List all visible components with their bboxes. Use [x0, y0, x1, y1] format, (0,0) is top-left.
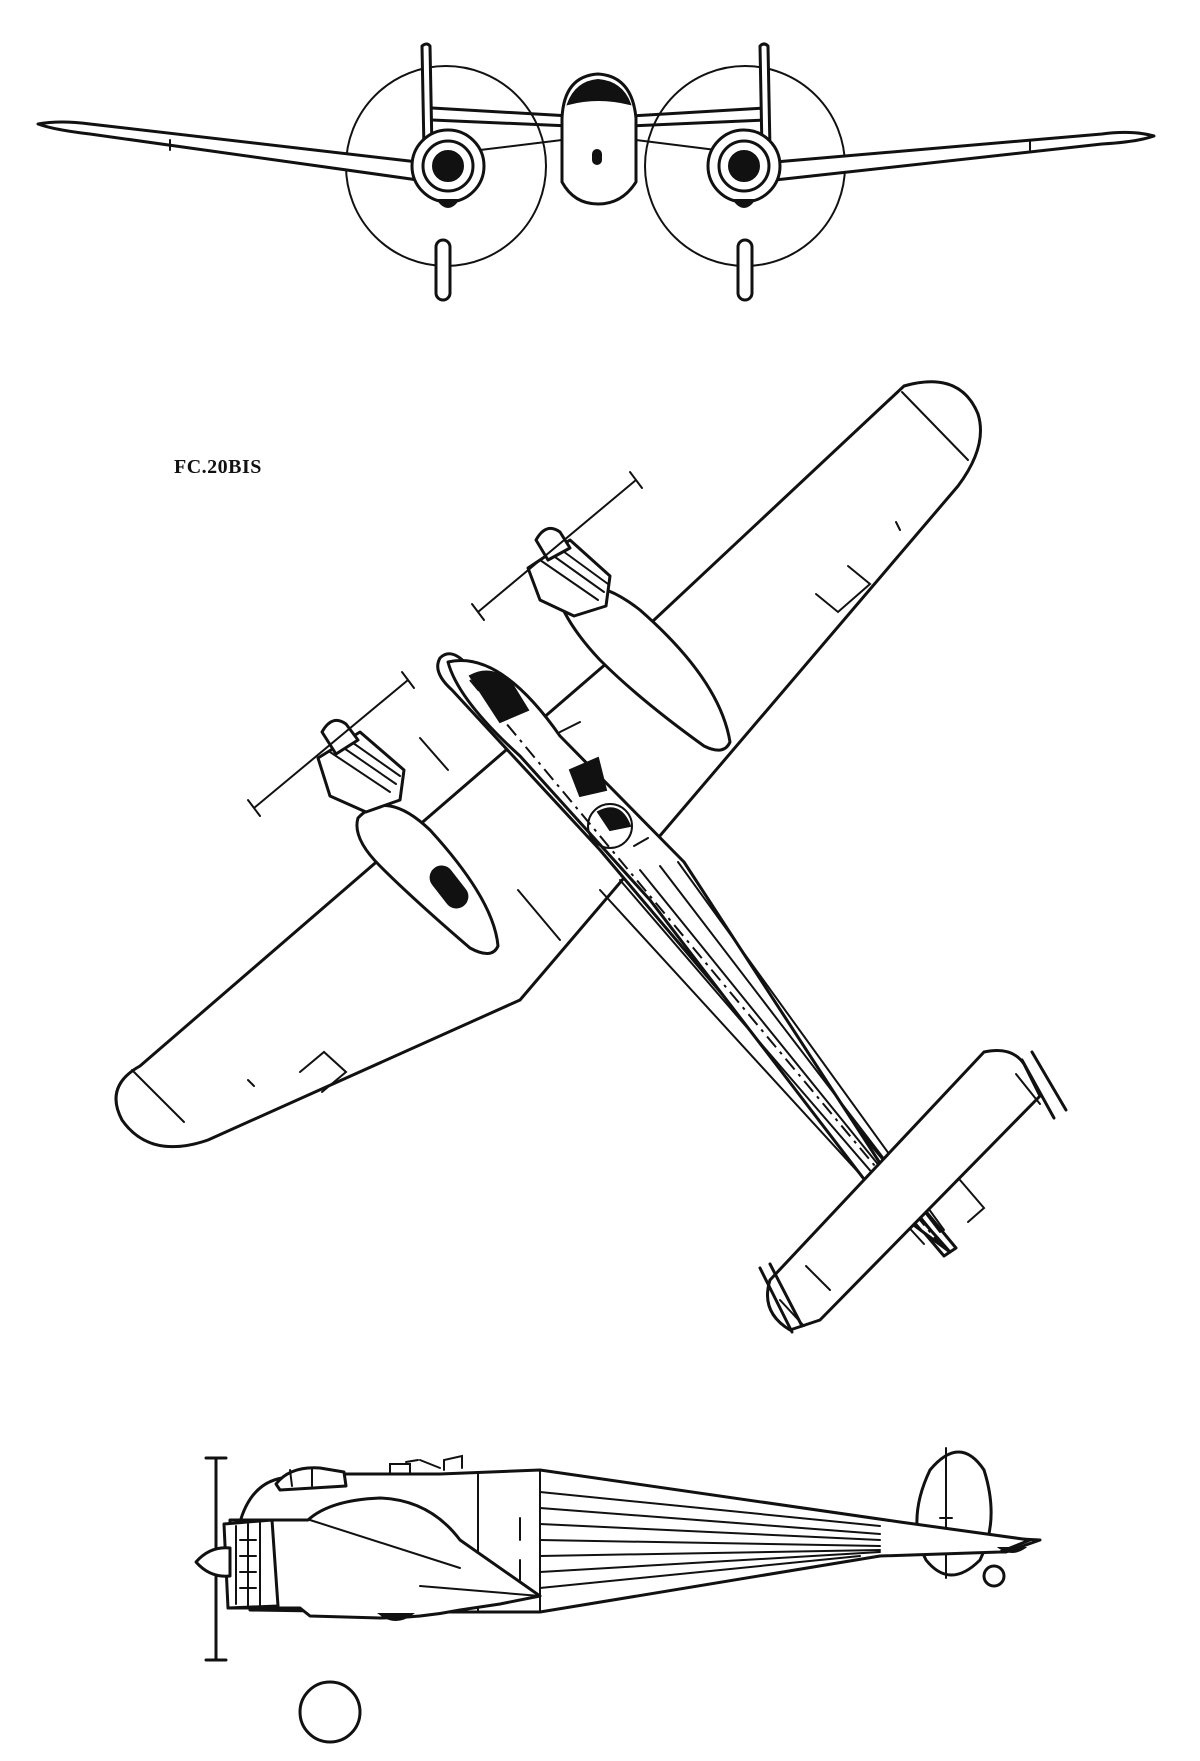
spinner-left [432, 150, 464, 182]
wheel-right-front [736, 238, 754, 302]
propeller-span-right [471, 471, 643, 621]
wing-marks [247, 521, 901, 1087]
fin-side [915, 1450, 993, 1577]
aileron-right [815, 565, 872, 614]
engine-cylinders-side [235, 1521, 261, 1607]
wing-root-side [309, 1519, 541, 1597]
turret-plan [568, 756, 608, 798]
engine-cowl-side [222, 1518, 280, 1610]
wing-ticks-front [169, 139, 1031, 151]
propeller-span-left [247, 671, 415, 817]
oil-cooler-left [436, 199, 460, 208]
fuselage-details [559, 721, 649, 847]
plan-view [114, 380, 1068, 1334]
tail-wheel-side [982, 1564, 1006, 1588]
main-wheel-side [298, 1680, 362, 1744]
cockpit-glazing-front [566, 78, 632, 106]
landing-gear-fairing-side [376, 1613, 416, 1621]
cylinders-left [329, 737, 401, 793]
nacelle-left [355, 804, 500, 955]
spinner-side [194, 1546, 232, 1578]
cockpit-frames [289, 1467, 313, 1487]
inner-wing-front [479, 139, 717, 151]
engine-right [526, 538, 612, 618]
nose-gun-front [592, 149, 602, 165]
right-wing-front [773, 130, 1156, 182]
tailplane-right-front [628, 106, 768, 128]
rudder-hinge-side [939, 1447, 953, 1579]
tailplane-left-front [430, 106, 572, 128]
fin-right-plan [1020, 1050, 1068, 1120]
fuselage-centerline [469, 679, 941, 1245]
left-wing-front [36, 120, 420, 182]
cockpit-plan [468, 670, 530, 724]
aircraft-designation: FC.20BIS [174, 456, 262, 478]
dorsal-ring [587, 803, 633, 849]
side-view [194, 1447, 1042, 1744]
wingtip-line-left [131, 1069, 185, 1123]
fuselage-stringers [599, 861, 945, 1245]
nacelle-right [554, 583, 732, 752]
exhaust-side [239, 1539, 257, 1589]
aileron-left [299, 1050, 348, 1093]
spinner-right [728, 150, 760, 182]
fuselage-stringers-side [539, 1491, 881, 1589]
tail-bumper-side [996, 1547, 1028, 1553]
wheel-left-front [434, 238, 452, 302]
turret-side [405, 1459, 441, 1469]
oil-cooler-right [732, 199, 756, 208]
fuselage-front [560, 72, 638, 206]
fin-right-front [758, 42, 772, 152]
wingtip-line-right [901, 391, 969, 461]
dorsal-gun [596, 807, 632, 832]
dorsal-guns-side [389, 1454, 463, 1475]
elevator-tabs [805, 1179, 986, 1291]
landing-gear-door-left [429, 865, 469, 909]
tailplane-plan [766, 1049, 1042, 1332]
fin-left-plan [758, 1262, 804, 1334]
wing-fillet-lines [419, 737, 561, 941]
front-view [36, 42, 1156, 302]
spinner-plan-right [534, 526, 572, 562]
